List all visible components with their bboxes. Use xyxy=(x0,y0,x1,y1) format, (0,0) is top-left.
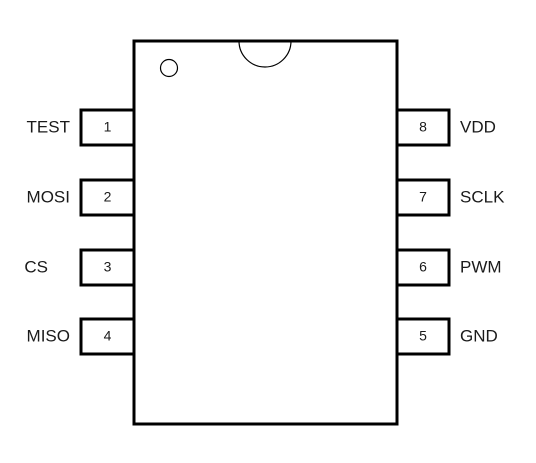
pin-pad xyxy=(79,248,136,287)
pin-number: 2 xyxy=(104,189,112,205)
pin-label: SCLK xyxy=(460,187,505,206)
pin-pad xyxy=(395,248,451,287)
pin-label: GND xyxy=(460,326,498,345)
pin-label: PWM xyxy=(460,257,502,276)
pin-pad xyxy=(79,317,136,356)
pin-right-6[interactable]: 6 PWM xyxy=(395,248,502,287)
pin-pad xyxy=(79,178,136,217)
pin-number: 5 xyxy=(419,328,427,344)
orientation-notch xyxy=(238,40,292,68)
chip-body xyxy=(132,39,399,426)
right-pins: 8 VDD 7 SCLK 6 PWM 5 GND xyxy=(395,108,505,356)
pin-label: CS xyxy=(24,257,48,276)
pin-right-7[interactable]: 7 SCLK xyxy=(395,178,505,217)
pin-number: 8 xyxy=(419,119,427,135)
pin-left-3[interactable]: 3 CS xyxy=(24,248,136,287)
pin-label: VDD xyxy=(460,117,496,136)
pin-right-8[interactable]: 8 VDD xyxy=(395,108,496,147)
pin1-marker-dot xyxy=(159,58,179,78)
pin-number: 7 xyxy=(419,189,427,205)
pin-label: TEST xyxy=(27,117,70,136)
pin-left-2[interactable]: 2 MOSI xyxy=(27,178,136,217)
pin-left-4[interactable]: 4 MISO xyxy=(27,317,136,356)
pin-pad xyxy=(395,178,451,217)
pin-pad xyxy=(395,317,451,356)
pin-pad xyxy=(79,108,136,147)
pin-pad xyxy=(395,108,451,147)
pin-label: MISO xyxy=(27,326,70,345)
pin-right-5[interactable]: 5 GND xyxy=(395,317,498,356)
pin-label: MOSI xyxy=(27,187,70,206)
left-pins: 1 TEST 2 MOSI 3 CS 4 MISO xyxy=(24,108,136,356)
pin-number: 4 xyxy=(104,328,112,344)
pin-left-1[interactable]: 1 TEST xyxy=(27,108,136,147)
pin-number: 3 xyxy=(104,259,112,275)
pin-number: 1 xyxy=(104,119,112,135)
pin-number: 6 xyxy=(419,259,427,275)
